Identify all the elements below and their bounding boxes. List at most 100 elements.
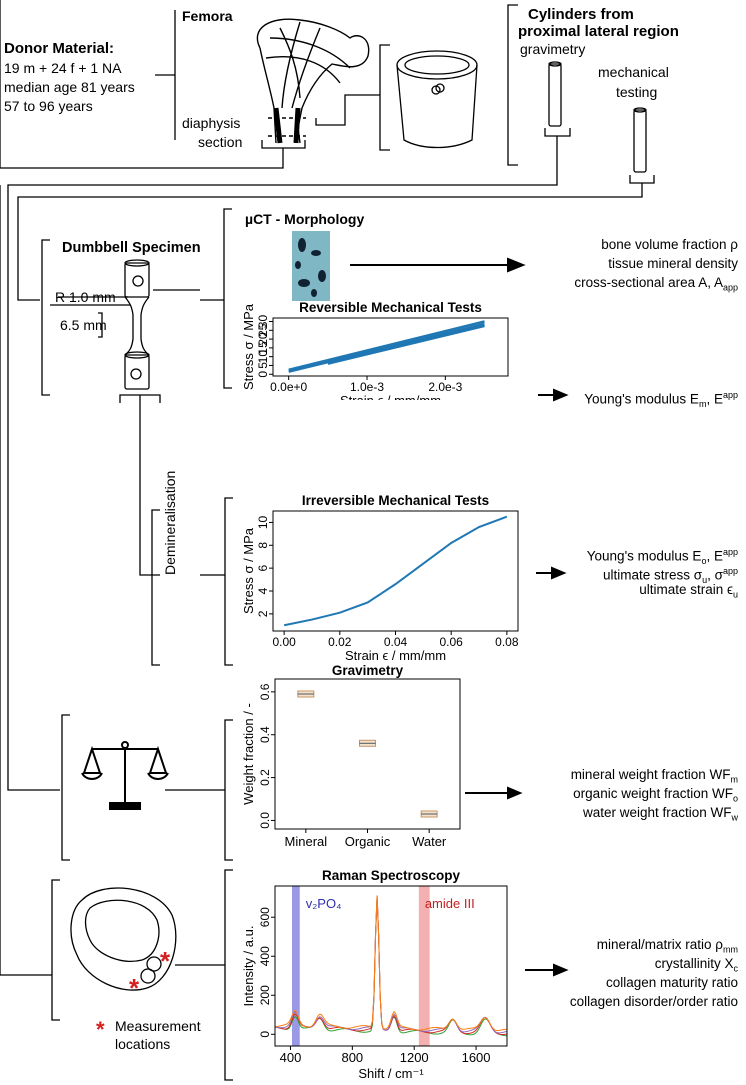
- donor-title: Donor Material:: [4, 40, 115, 57]
- length-label: 6.5 mm: [60, 317, 107, 333]
- series-line: [327, 324, 485, 365]
- x-tick-label: 0.02: [328, 635, 352, 649]
- radius-label: R 1.0 mm: [55, 289, 116, 305]
- band-label: v₂PO₄: [306, 896, 342, 911]
- donor-line-2: median age 81 years: [4, 79, 135, 95]
- femur-drawing: [256, 18, 370, 144]
- y-axis-label: Stress σ / MPa: [241, 527, 256, 614]
- y-tick-label: 600: [258, 907, 272, 927]
- y-tick-label: 6: [256, 564, 270, 571]
- cylinders-title-1: Cylinders from: [528, 6, 634, 23]
- femora-title: Femora: [182, 8, 233, 24]
- chart-title: Reversible Mechanical Tests: [299, 300, 482, 315]
- x-tick-label: 1600: [462, 1050, 491, 1065]
- x-tick-label: 0.00: [272, 635, 296, 649]
- output-ultimate-stress: ultimate stress σu, σapp: [603, 566, 738, 586]
- x-axis-label: Strain ϵ / mm/mm: [340, 393, 441, 400]
- y-tick-label: 25: [256, 323, 270, 337]
- x-tick-label: 0.0e+0: [270, 380, 307, 394]
- x-tick-label: Organic: [345, 834, 391, 849]
- spectrum-line: [274, 897, 508, 1037]
- output-bone-volume: bone volume fraction ρ: [601, 237, 738, 252]
- x-tick-label: Mineral: [285, 834, 328, 849]
- spectrum-line: [274, 895, 508, 1036]
- output-tissue-density: tissue mineral density: [608, 256, 738, 271]
- output-collagen-maturity: collagen maturity ratio: [605, 975, 738, 990]
- measurement-section: * *: [70, 887, 177, 1000]
- star-icon: *: [129, 973, 140, 1000]
- y-tick-label: 10: [256, 350, 270, 364]
- x-tick-label: 0.04: [384, 635, 408, 649]
- spectral-band: [418, 886, 430, 1046]
- bone-section-drawing: [396, 50, 478, 149]
- y-tick-label: 20: [256, 332, 270, 346]
- y-tick-label: 2: [256, 610, 270, 617]
- spectrum-line: [274, 895, 508, 1034]
- output-organic-wf: organic weight fraction WFo: [573, 786, 738, 804]
- spectrum-line: [274, 895, 508, 1032]
- raman-chart: v₂PO₄ amide III 400 800 1200 1600 0 200 400 600 Ra…: [241, 868, 508, 1081]
- output-cross-area: cross-sectional area A, Aapp: [574, 275, 738, 293]
- chart-title: Gravimetry: [332, 663, 404, 678]
- reversible-chart: 0.0e+01.0e-32.0e-3051015202530Strain ϵ /…: [241, 300, 509, 400]
- y-tick-label: 15: [256, 341, 270, 355]
- x-tick-label: 400: [280, 1050, 302, 1065]
- mechanical-label-1: mechanical: [598, 64, 669, 80]
- x-tick-label: Water: [412, 834, 447, 849]
- measurement-label-1: Measurement: [115, 1018, 201, 1034]
- chart-title: Raman Spectroscopy: [322, 868, 461, 883]
- y-tick-label: 10: [256, 515, 270, 529]
- x-tick-label: 800: [341, 1050, 363, 1065]
- y-axis-label: Stress σ / MPa: [241, 303, 256, 390]
- cylinders-bracket: [507, 4, 518, 166]
- output-crystallinity: crystallinity Xc: [654, 956, 738, 974]
- x-tick-label: 1200: [400, 1050, 429, 1065]
- output-mineral-matrix: mineral/matrix ratio ρmm: [596, 937, 738, 955]
- output-youngs-reversible: Young's modulus Em, Eapp: [584, 390, 738, 410]
- plot-frame: [274, 885, 508, 1047]
- y-tick-label: 8: [256, 542, 270, 549]
- y-tick-label: 200: [258, 985, 272, 1005]
- output-youngs-irreversible: Young's modulus Eo, Eapp: [586, 547, 738, 567]
- y-tick-label: 0.6: [258, 683, 272, 700]
- demineralisation-label: Demineralisation: [162, 470, 178, 575]
- x-tick-label: 0.06: [440, 635, 464, 649]
- legend-star-icon: *: [96, 1017, 105, 1042]
- output-water-wf: water weight fraction WFw: [582, 805, 738, 823]
- y-tick-label: 0.0: [258, 812, 272, 829]
- spectral-band: [292, 886, 300, 1046]
- band-label: amide III: [425, 896, 475, 911]
- y-tick-label: 0.2: [258, 769, 272, 786]
- mechanical-connector: [17, 175, 655, 301]
- donor-line-3: 57 to 96 years: [4, 98, 93, 114]
- dumbbell-drawing: [50, 259, 150, 390]
- y-axis-label: Intensity / a.u.: [241, 926, 256, 1007]
- donor-line-1: 19 m + 24 f + 1 NA: [4, 60, 122, 76]
- plot-frame: [274, 678, 461, 830]
- star-icon: *: [160, 946, 171, 976]
- demin-bracket: [151, 509, 160, 666]
- x-tick-label: 1.0e-3: [350, 380, 384, 394]
- y-tick-label: 400: [258, 946, 272, 966]
- x-axis-label: Strain ϵ / mm/mm: [345, 648, 446, 663]
- gravimetry-label: gravimetry: [520, 41, 586, 57]
- y-tick-label: 4: [256, 587, 270, 594]
- scale-icon: [81, 741, 169, 810]
- measurement-label-2: locations: [115, 1036, 171, 1052]
- diaphysis-label-2: section: [198, 134, 243, 150]
- y-tick-label: 30: [256, 315, 270, 329]
- mechanical-label-2: testing: [616, 84, 658, 100]
- x-tick-label: 0.08: [495, 635, 519, 649]
- y-tick-label: 0: [258, 1031, 272, 1038]
- y-tick-label: 5: [256, 362, 270, 369]
- femora-bracket: [155, 10, 176, 140]
- y-tick-label: 0: [256, 371, 270, 378]
- output-ultimate-strain: ultimate strain ϵu: [639, 582, 738, 600]
- plot-frame: [272, 510, 519, 632]
- output-collagen-disorder: collagen disorder/order ratio: [569, 994, 738, 1009]
- cylinders-title-2: proximal lateral region: [518, 23, 679, 40]
